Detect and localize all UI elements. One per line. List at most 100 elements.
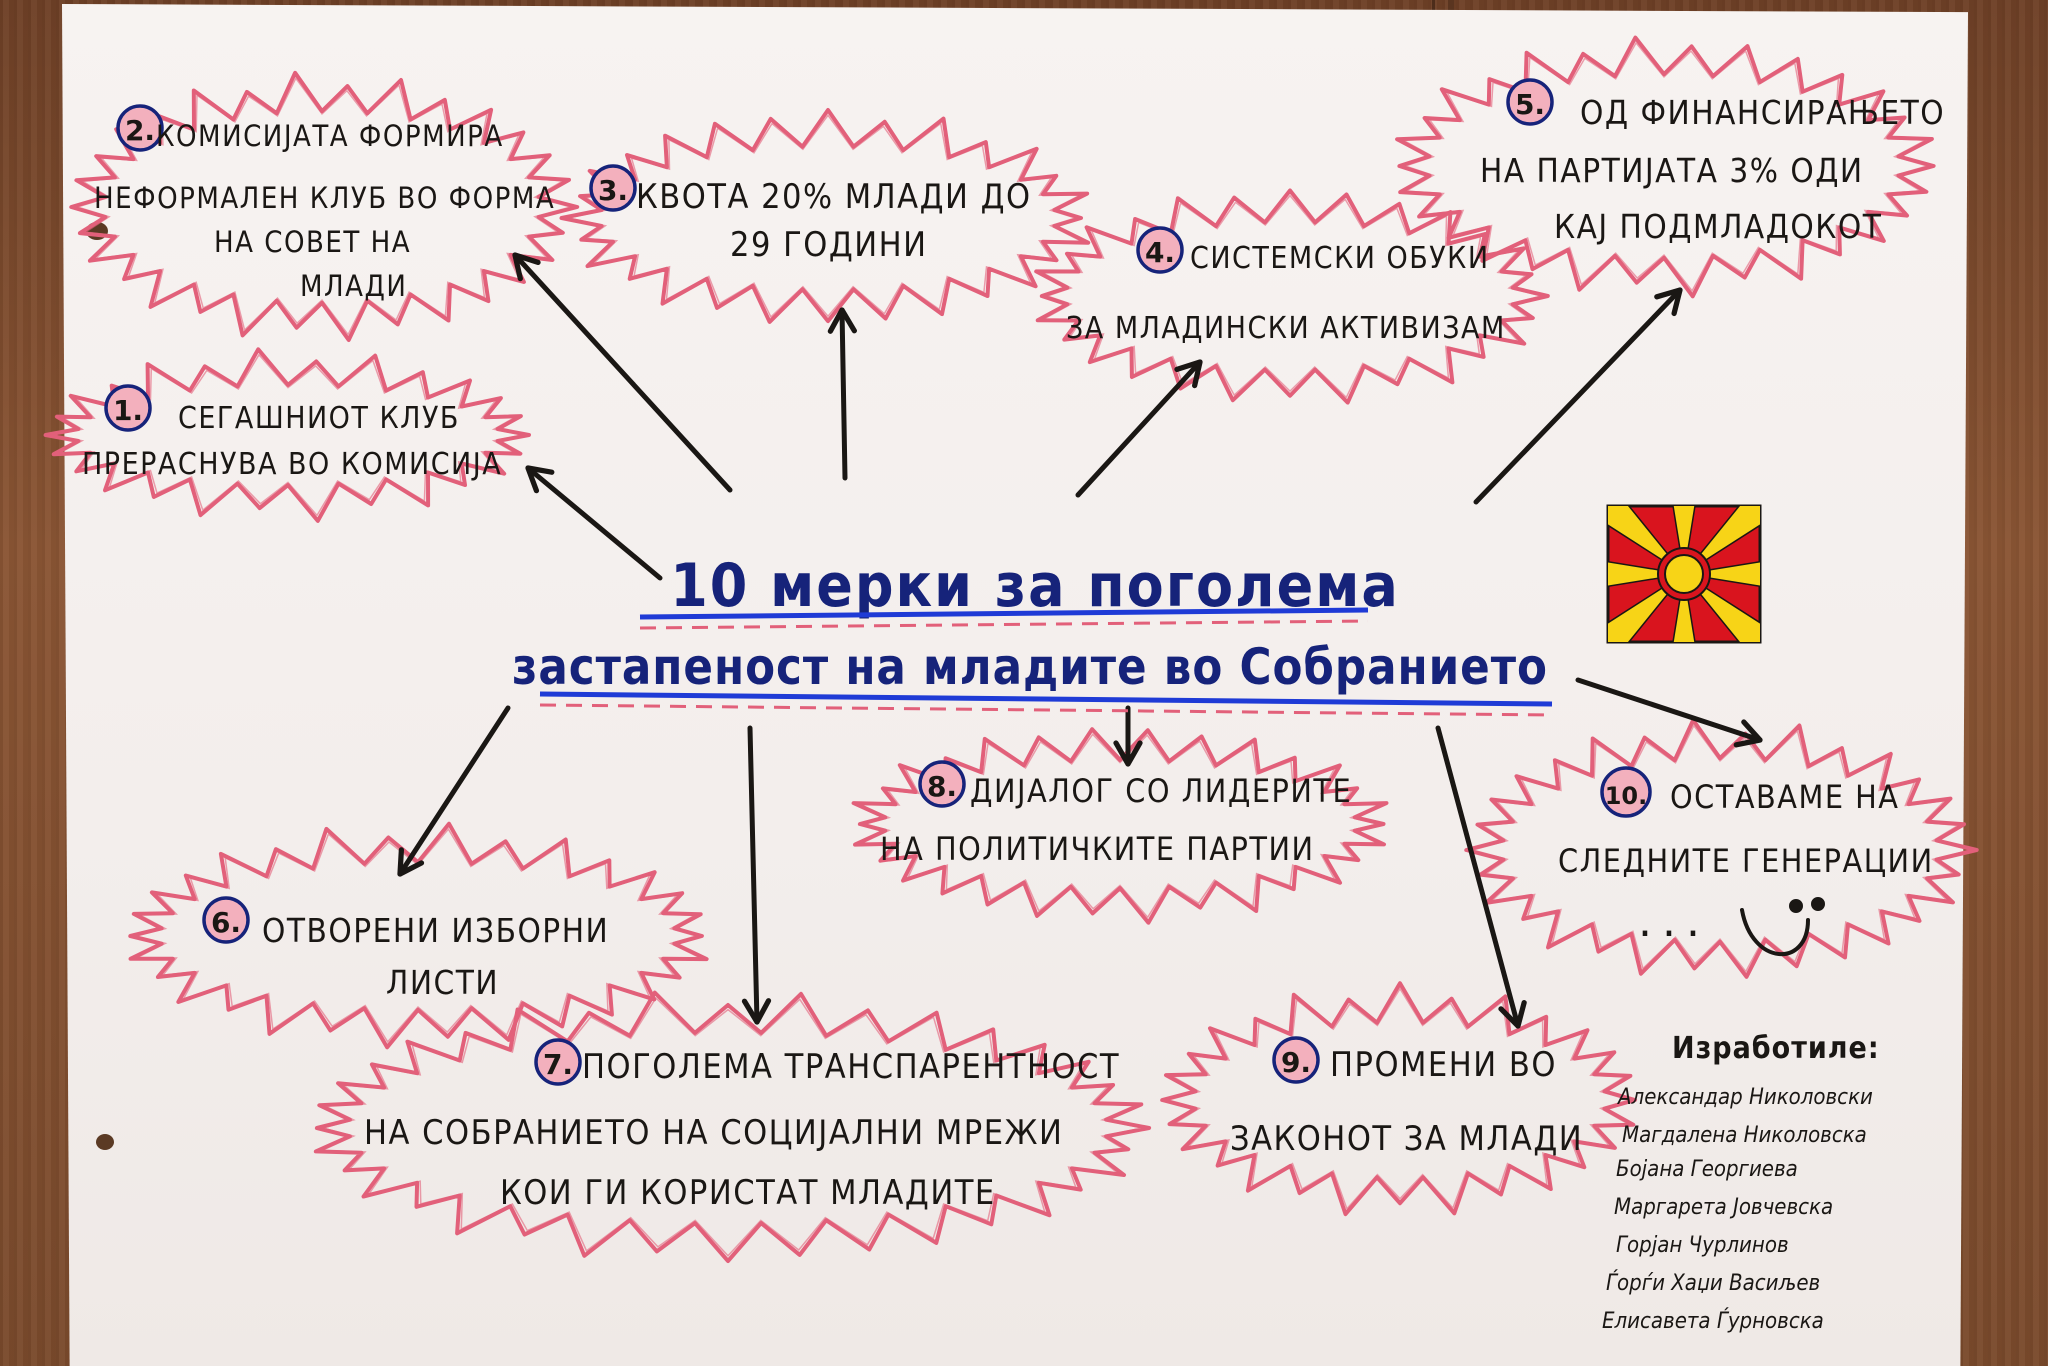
author-name: Бојана Георгиева xyxy=(1616,1157,1798,1182)
authors-heading: Изработиле: xyxy=(1672,1031,1880,1066)
arrow-to-measure-5 xyxy=(1473,287,1683,505)
measure-6-bubble-outline xyxy=(135,827,701,1044)
measure-1-bubble xyxy=(43,347,531,523)
measure-1-bubble-outline xyxy=(51,353,524,517)
central-title: 10 мерки за поголема застапеност на млад… xyxy=(512,551,1553,717)
arrow-to-measure-9 xyxy=(1435,725,1527,1029)
measure-2-text-line: НЕФОРМАЛЕН КЛУБ ВО ФОРМА xyxy=(94,181,555,215)
arrow-to-measure-2 xyxy=(512,252,733,493)
measure-6-text-line: ОТВОРЕНИ ИЗБОРНИ xyxy=(262,911,609,950)
arrow-to-measure-6 xyxy=(397,705,511,877)
measure-10-number-circle xyxy=(1600,766,1652,818)
title-dashed-underline xyxy=(639,619,1369,630)
title-underline xyxy=(639,607,1369,620)
author-name: Александар Николовски xyxy=(1616,1085,1873,1110)
arrow-to-measure-1 xyxy=(525,465,663,581)
author-name: Горјан Чурлинов xyxy=(1616,1233,1789,1258)
ellipsis: ... xyxy=(1638,896,1710,947)
punch-hole xyxy=(96,1134,114,1150)
measure-7-number: 7. xyxy=(543,1048,573,1081)
measure-6-number: 6. xyxy=(211,906,241,939)
measure-4-bubble-outline xyxy=(1041,194,1542,399)
measure-7: 7. ПОГОЛЕМА ТРАНСПАРЕНТНОСТ НА СОБРАНИЕТО … xyxy=(364,1038,1120,1213)
measure-3-text-line: КВОТА 20% МЛАДИ ДО xyxy=(636,177,1032,217)
measure-3-bubble xyxy=(559,108,1091,324)
title-underline xyxy=(539,691,1553,707)
measure-9-text-line: ПРОМЕНИ ВО xyxy=(1330,1045,1557,1085)
measure-7-text-line: КОИ ГИ КОРИСТАТ МЛАДИТЕ xyxy=(500,1173,996,1213)
measure-1-number: 1. xyxy=(113,394,143,427)
measure-2-text-line: МЛАДИ xyxy=(300,269,407,303)
measure-6: 6. ОТВОРЕНИ ИЗБОРНИ ЛИСТИ xyxy=(202,896,609,1002)
arrow-to-measure-3 xyxy=(827,307,857,481)
flag-sun-disc xyxy=(1664,554,1704,594)
measure-1-text-line: ПРЕРАСНУВА ВО КОМИСИЈА xyxy=(82,447,502,482)
title-line-2: застапеност на младите во Собранието xyxy=(512,638,1548,696)
measure-4-bubble xyxy=(1034,188,1550,405)
author-name: Ѓорѓи Хаџи Васиљев xyxy=(1606,1270,1820,1296)
measure-10-number: 10. xyxy=(1605,782,1648,810)
measure-4-number: 4. xyxy=(1145,236,1175,269)
measure-4-text-line: СИСТЕМСКИ ОБУКИ xyxy=(1190,241,1490,276)
measure-9: 9. ПРОМЕНИ ВО ЗАКОНОТ ЗА МЛАДИ xyxy=(1230,1036,1583,1159)
measure-2-bubble-outline xyxy=(74,76,574,337)
measure-5-number: 5. xyxy=(1515,88,1545,121)
measure-3-number-circle xyxy=(589,164,637,212)
measure-7-text-line: НА СОБРАНИЕТО НА СОЦИЈАЛНИ МРЕЖИ xyxy=(364,1113,1063,1153)
measure-5-text-line: КАЈ ПОДМЛАДОКОТ xyxy=(1554,207,1882,246)
measure-5: 5. ОД ФИНАНСИРАЊЕТО НА ПАРТИЈАТА 3% ОДИ КАЈ… xyxy=(1480,78,1945,246)
poster-sheet xyxy=(62,4,1968,1366)
measure-9-number: 9. xyxy=(1281,1046,1311,1079)
measure-8-text-line: НА ПОЛИТИЧКИТЕ ПАРТИИ xyxy=(880,830,1315,868)
measure-2-number: 2. xyxy=(125,114,155,147)
measure-1-number-circle xyxy=(104,384,152,432)
measure-6-text-line: ЛИСТИ xyxy=(386,963,499,1002)
measure-7-bubble xyxy=(313,990,1152,1263)
measure-4-text-line: ЗА МЛАДИНСКИ АКТИВИЗАМ xyxy=(1066,311,1506,346)
measure-7-bubble-outline xyxy=(319,996,1143,1257)
measure-9-number-circle xyxy=(1272,1036,1320,1084)
smiley-icon xyxy=(1740,897,1825,957)
measure-3-bubble-outline xyxy=(567,114,1083,319)
measure-2-text-line: НА СОВЕТ НА xyxy=(214,225,411,259)
measure-5-text-line: НА ПАРТИЈАТА 3% ОДИ xyxy=(1480,151,1864,190)
measure-7-number-circle xyxy=(534,1038,582,1086)
measure-6-bubble xyxy=(128,821,709,1050)
measure-2-number-circle xyxy=(116,104,164,152)
measure-9-bubble xyxy=(1160,981,1637,1217)
author-name: Магдалена Николовска xyxy=(1622,1123,1867,1148)
measure-9-bubble-outline xyxy=(1165,987,1632,1211)
measure-3-text-line: 29 ГОДИНИ xyxy=(730,225,928,265)
measure-9-text-line: ЗАКОНОТ ЗА МЛАДИ xyxy=(1230,1119,1583,1159)
measure-8-text-line: ДИЈАЛОГ СО ЛИДЕРИТЕ xyxy=(970,772,1352,810)
measure-1-text-line: СЕГАШНИОТ КЛУБ xyxy=(178,401,460,436)
macedonian-flag xyxy=(1606,504,1762,644)
measure-8-bubble-outline xyxy=(859,733,1381,919)
measure-3-number: 3. xyxy=(598,174,628,207)
arrows xyxy=(397,252,1763,1029)
measure-3: 3.КВОТА 20% МЛАДИ ДО 29 ГОДИНИ xyxy=(589,164,1032,265)
measure-2-bubble xyxy=(69,70,580,342)
authors-block: Изработиле: Александар НиколовскиМагдале… xyxy=(1602,1031,1880,1334)
author-name: Маргарета Јовчевска xyxy=(1614,1195,1833,1220)
measure-6-number-circle xyxy=(202,896,250,944)
author-name: Елисавета Ѓурновска xyxy=(1602,1308,1824,1334)
measure-5-number-circle xyxy=(1506,78,1554,126)
measure-5-bubble xyxy=(1395,35,1936,299)
measure-10-text-line: ОСТАВАМЕ НА xyxy=(1670,778,1899,816)
measure-10-bubble xyxy=(1464,718,1979,979)
arrow-to-measure-10 xyxy=(1575,677,1763,748)
measure-4-number-circle xyxy=(1136,226,1184,274)
title-dashed-underline xyxy=(539,703,1553,717)
measure-7-text-line: ПОГОЛЕМА ТРАНСПАРЕНТНОСТ xyxy=(582,1047,1120,1087)
measure-8-number-circle xyxy=(918,760,966,808)
measure-5-text-line: ОД ФИНАНСИРАЊЕТО xyxy=(1580,93,1945,132)
measure-4: 4. СИСТЕМСКИ ОБУКИ ЗА МЛАДИНСКИ АКТИВИЗАМ xyxy=(1066,226,1506,346)
measure-2: 2.КОМИСИЈАТА ФОРМИРА НЕФОРМАЛЕН КЛУБ ВО Ф… xyxy=(94,104,555,303)
bubble-layer xyxy=(43,35,1979,1263)
arrow-to-measure-7 xyxy=(741,725,772,1025)
measure-2-text-line: КОМИСИЈАТА ФОРМИРА xyxy=(156,119,504,153)
